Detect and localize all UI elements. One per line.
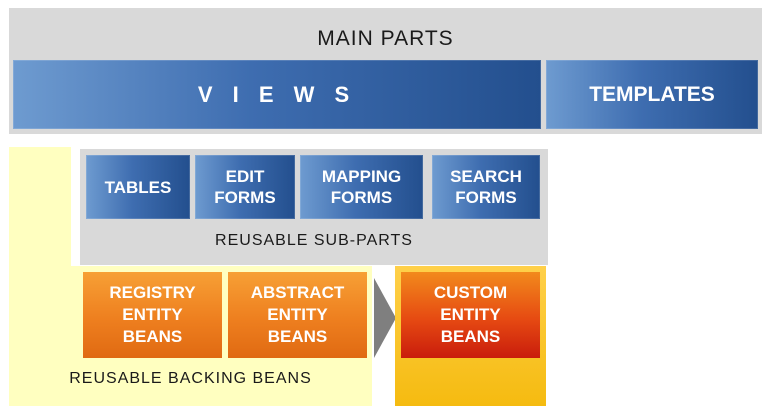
mapping-forms-label-line1: MAPPING (321, 167, 402, 186)
custom-label-line3: BEANS (440, 327, 501, 346)
edit-forms-label-line1: EDIT (225, 167, 265, 186)
registry-label-line3: BEANS (122, 327, 183, 346)
reusable-sub-parts-title: REUSABLE SUB-PARTS (215, 232, 413, 249)
tables-box: TABLES (86, 155, 190, 219)
edit-forms-label-line2: FORMS (214, 188, 276, 207)
templates-box: TEMPLATES (546, 60, 758, 129)
tables-label: TABLES (104, 177, 172, 197)
views-box: V I E W S (13, 60, 541, 129)
reusable-backing-beans-title: REUSABLE BACKING BEANS (69, 370, 312, 387)
abstract-entity-beans-box: ABSTRACT ENTITY BEANS (228, 272, 367, 358)
main-parts-title: MAIN PARTS (317, 27, 454, 50)
registry-label-line1: REGISTRY (109, 283, 196, 302)
search-forms-label-line2: FORMS (455, 188, 517, 207)
search-forms-box: SEARCH FORMS (432, 155, 540, 219)
arrow-right-icon (374, 278, 396, 358)
mapping-forms-label-line2: FORMS (330, 188, 393, 207)
custom-label-line1: CUSTOM (433, 283, 508, 302)
custom-label-line2: ENTITY (440, 305, 501, 324)
abstract-label-line2: ENTITY (267, 305, 328, 324)
abstract-label-line3: BEANS (267, 327, 328, 346)
registry-label-line2: ENTITY (122, 305, 183, 324)
search-forms-label-line1: SEARCH (450, 167, 522, 186)
custom-entity-beans-box: CUSTOM ENTITY BEANS (401, 272, 540, 358)
edit-forms-box: EDIT FORMS (195, 155, 295, 219)
registry-entity-beans-box: REGISTRY ENTITY BEANS (83, 272, 222, 358)
abstract-label-line1: ABSTRACT (250, 283, 345, 302)
mapping-forms-box: MAPPING FORMS (300, 155, 423, 219)
